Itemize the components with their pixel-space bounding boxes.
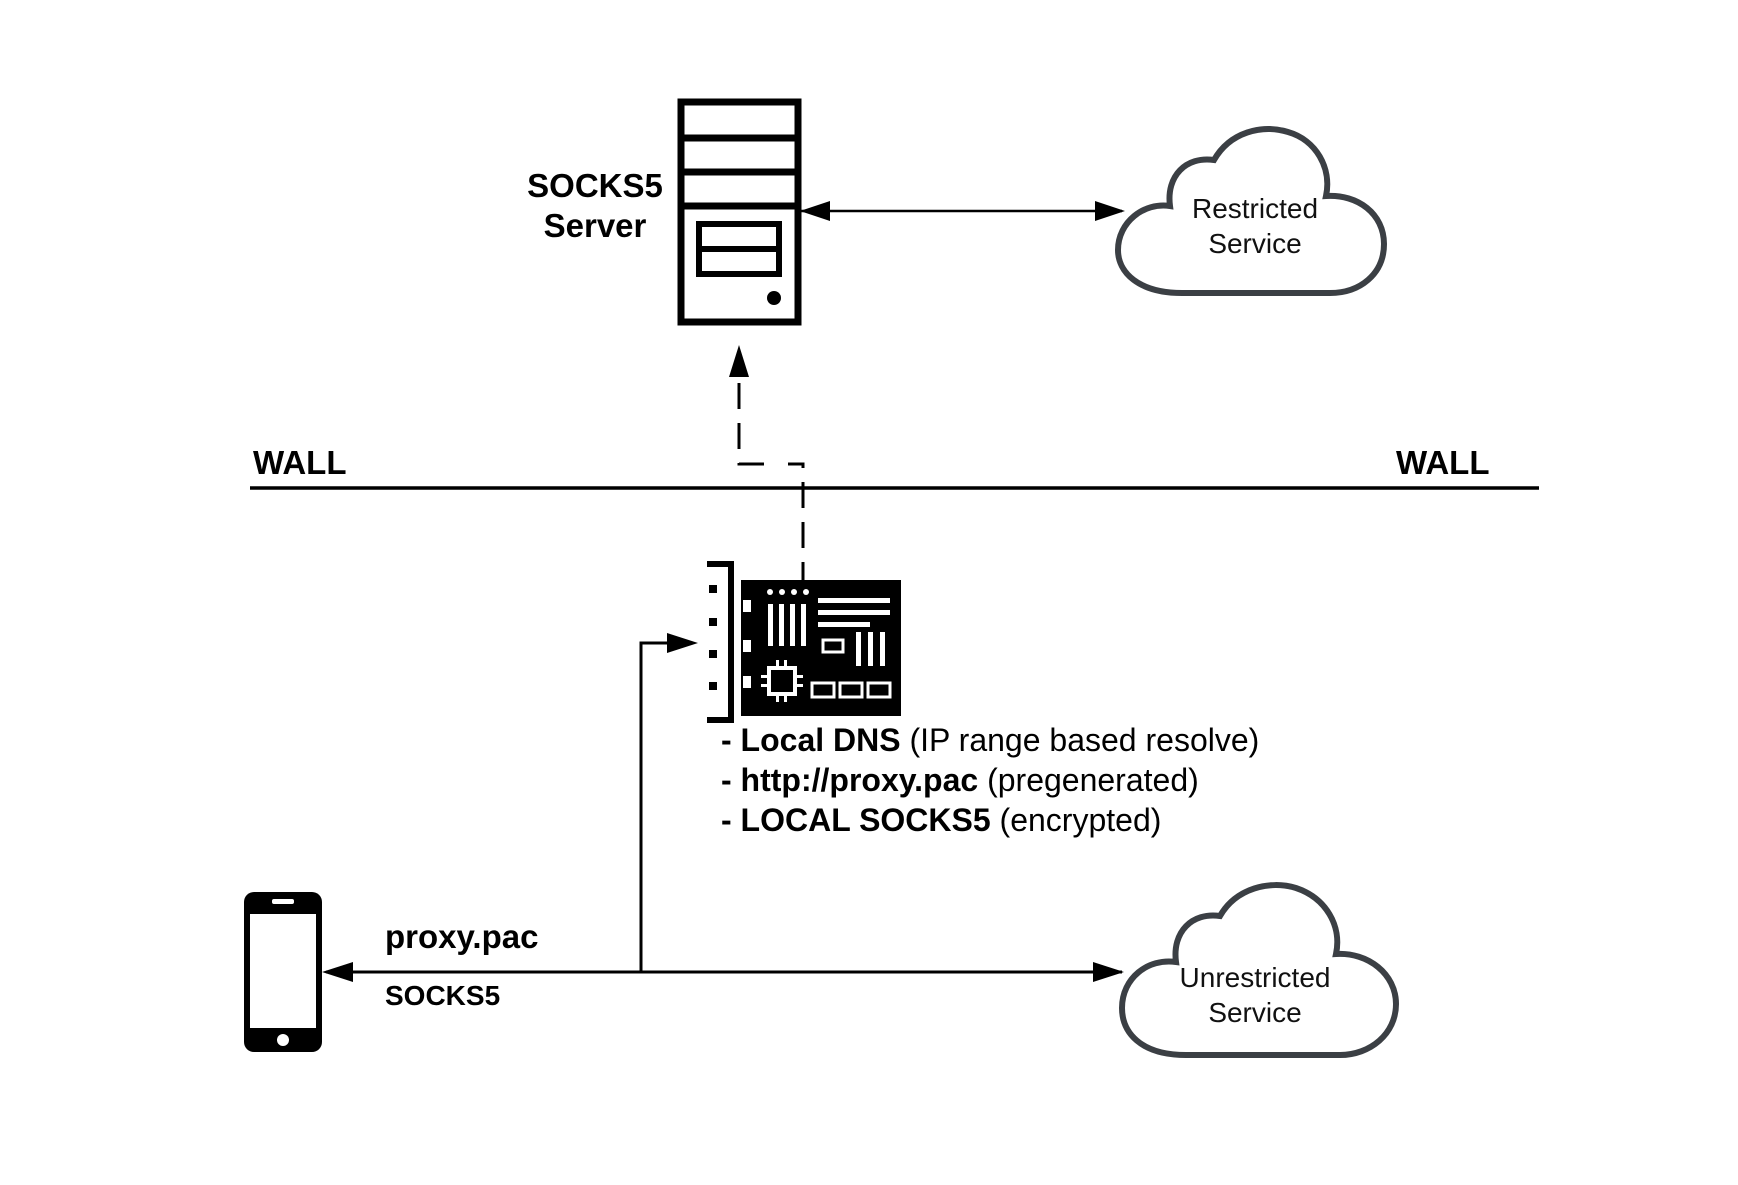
unrestricted-service-label: Unrestricted Service [1160, 960, 1350, 1030]
board-branch-arrowhead [667, 633, 698, 653]
smartphone-icon [244, 892, 322, 1052]
cloud-icon [1114, 126, 1388, 296]
feature-description: (IP range based resolve) [900, 722, 1260, 758]
server-label-line1: SOCKS5 [527, 167, 663, 204]
feature-title: http://proxy.pac [740, 762, 979, 798]
unrestricted-arrowhead [1093, 962, 1124, 982]
feature-description: (pregenerated) [978, 762, 1199, 798]
socks5-link-label: SOCKS5 [385, 980, 501, 1011]
restricted-service-label: Restricted Service [1165, 191, 1345, 261]
unrestricted-service-line2: Service [1208, 997, 1302, 1028]
tunnel-arrowhead [729, 345, 749, 377]
server-tower-icon [677, 98, 802, 326]
board-branch-line [639, 641, 672, 972]
unrestricted-service-line1: Unrestricted [1179, 962, 1331, 993]
feature-title: Local DNS [740, 722, 901, 758]
arrowhead-left [800, 201, 830, 221]
feature-title: LOCAL SOCKS5 [740, 802, 991, 838]
cloud-icon [1118, 882, 1400, 1058]
router-feature-proxy-pac: - http://proxy.pac (pregenerated) [721, 760, 1199, 800]
wall-label-right: WALL [1396, 444, 1490, 481]
feature-description: (encrypted) [990, 802, 1162, 838]
router-feature-local-dns: - Local DNS (IP range based resolve) [721, 720, 1259, 760]
feature-prefix: - [721, 762, 741, 798]
server-label: SOCKS5 Server [520, 166, 670, 246]
arrowhead-right [1095, 201, 1125, 221]
restricted-service-line1: Restricted [1191, 193, 1319, 224]
restricted-service-line2: Service [1208, 228, 1302, 259]
wall-label-left: WALL [253, 444, 347, 481]
feature-prefix: - [721, 802, 741, 838]
phone-arrowhead [322, 962, 353, 982]
server-label-line2: Server [543, 207, 647, 244]
feature-prefix: - [721, 722, 741, 758]
dashed-tunnel-path [729, 345, 805, 588]
proxy-pac-label: proxy.pac [385, 918, 539, 955]
router-feature-local-socks5: - LOCAL SOCKS5 (encrypted) [721, 800, 1161, 840]
network-card-icon [707, 561, 901, 723]
